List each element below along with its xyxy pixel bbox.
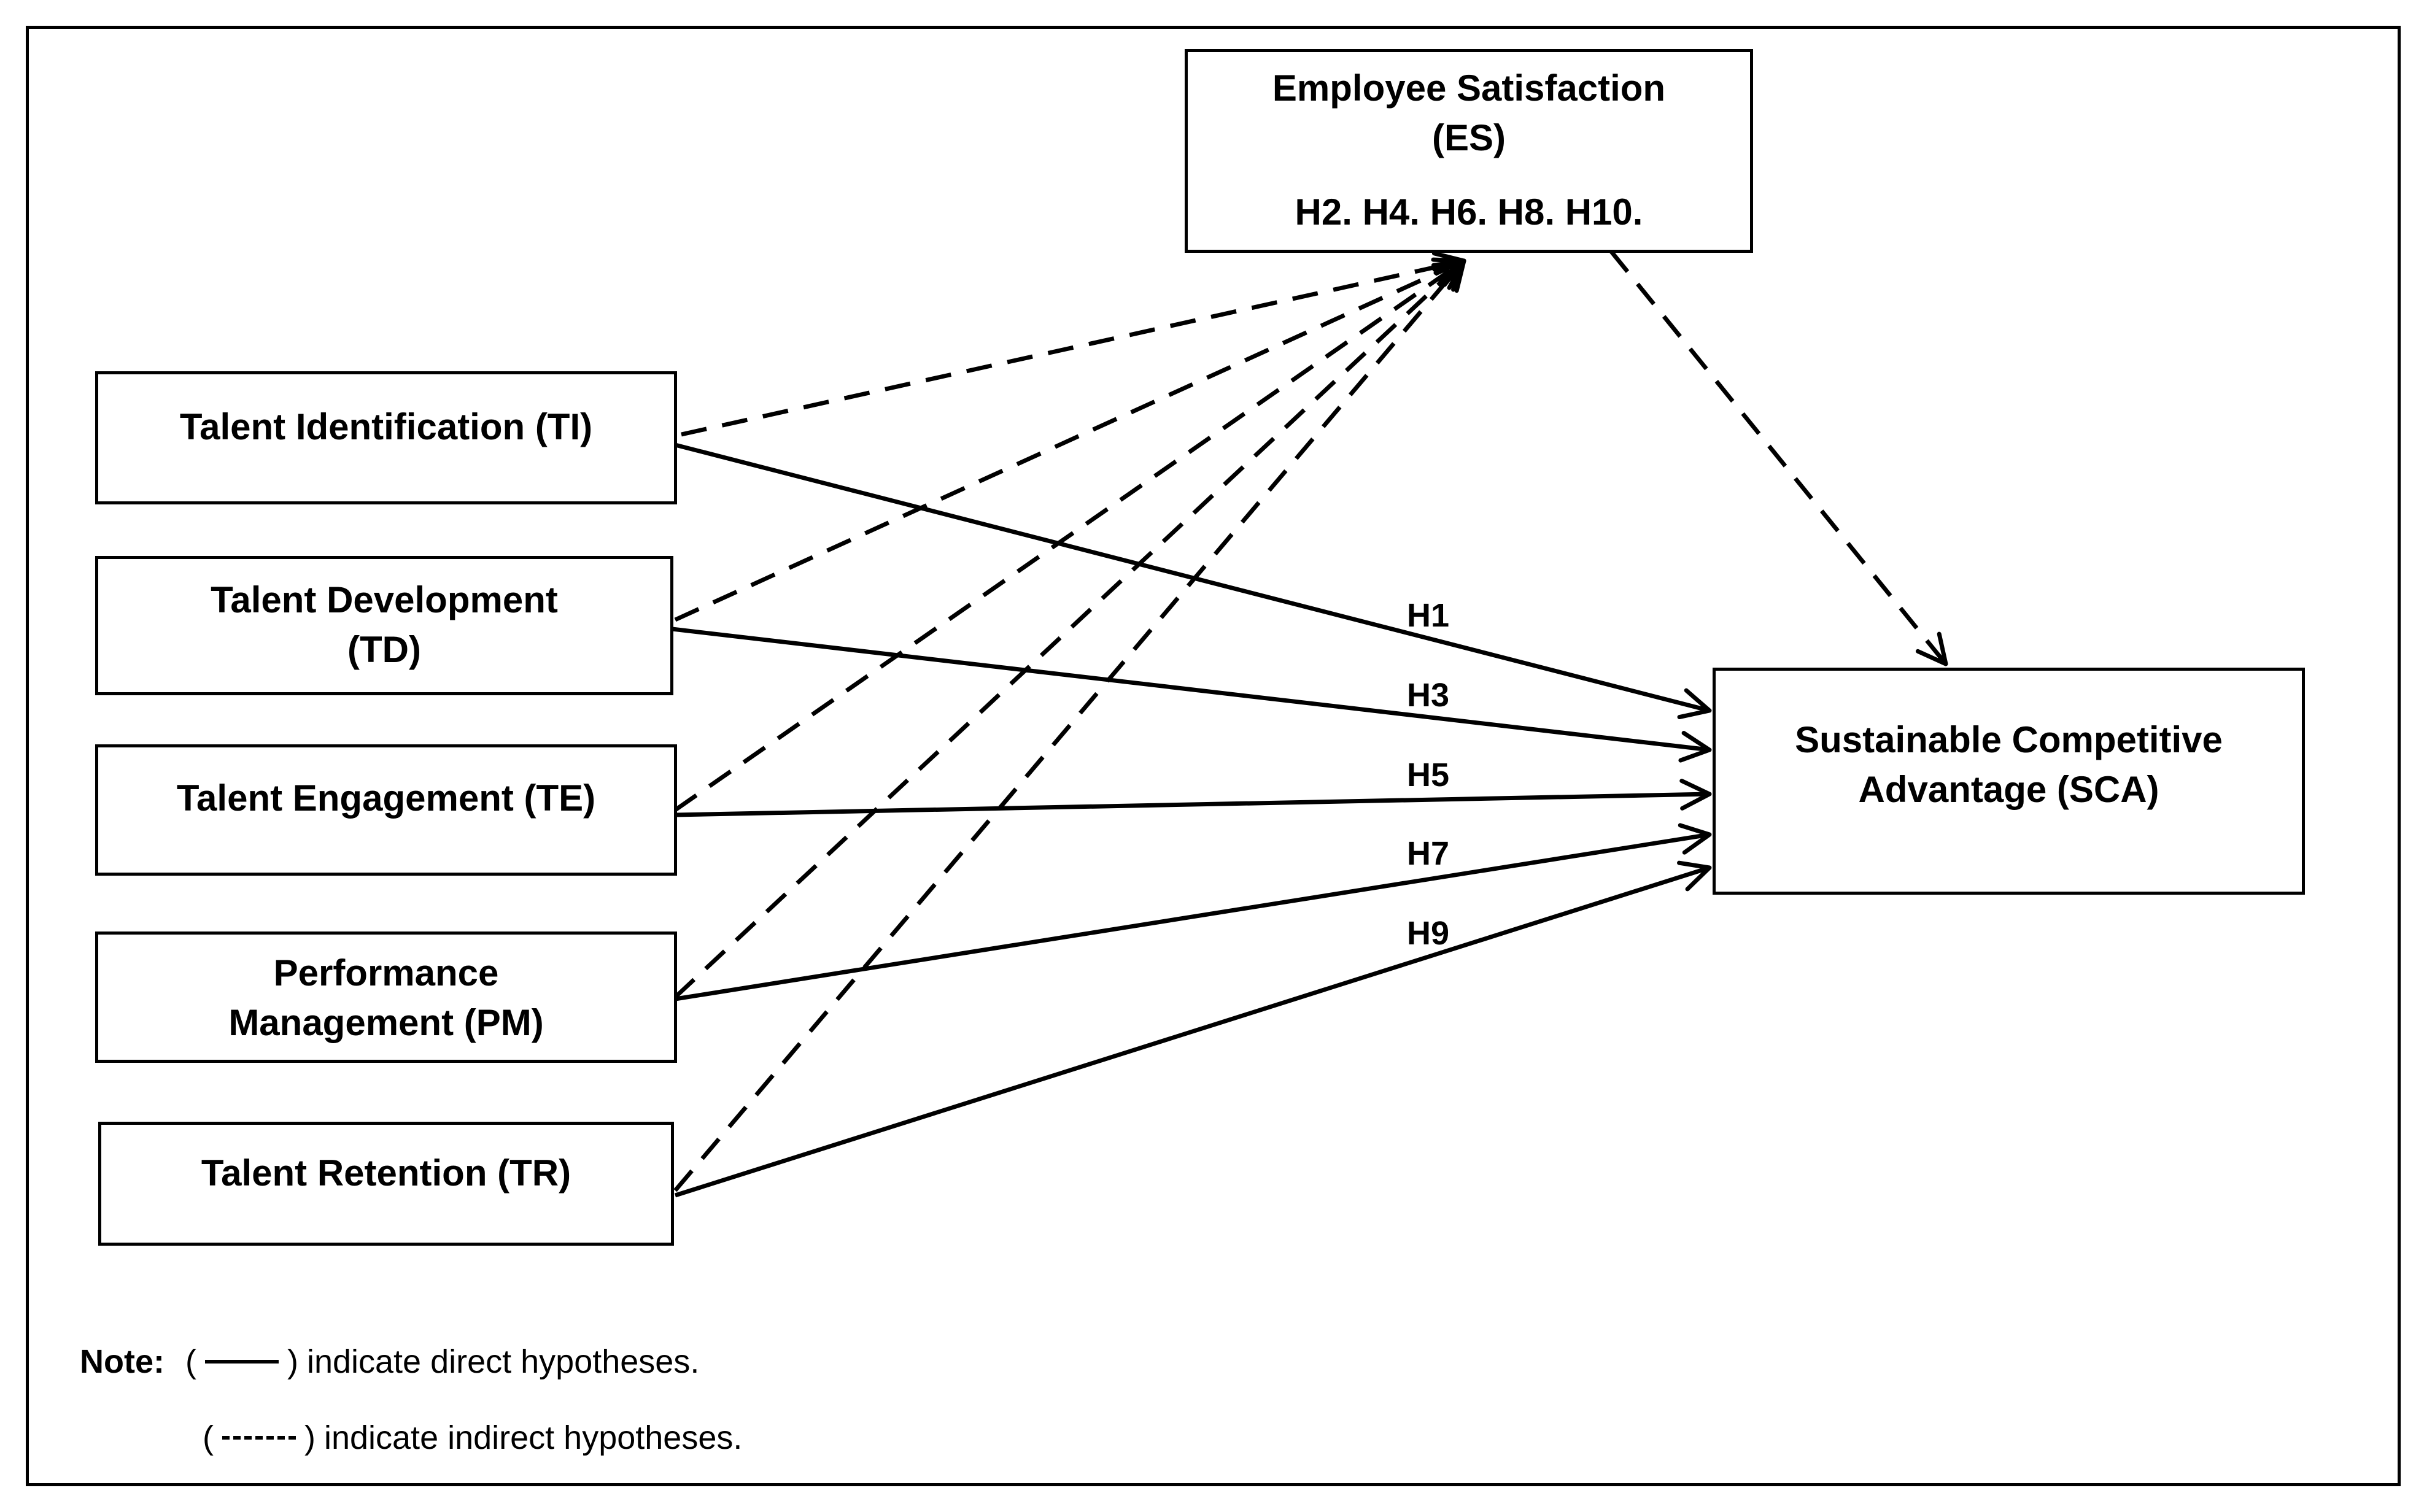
dashed-line-sample: [222, 1436, 296, 1440]
direct-arrow-td-sca: [672, 627, 1712, 763]
direct-arrow-pm-sca: [675, 823, 1712, 1001]
indirect-arrow-te-es: [673, 258, 1466, 812]
direct-arrow-tr-sca: [674, 860, 1712, 1198]
box-performance-management: Performance Management (PM): [95, 932, 677, 1063]
box-talent-identification: Talent Identification (TI): [95, 371, 677, 504]
legend-direct-text: indicate direct hypotheses.: [306, 1343, 700, 1380]
indirect-arrow-pm-es: [673, 258, 1466, 999]
solid-line-sample: [204, 1360, 279, 1364]
diagram-frame: [26, 26, 2401, 1486]
te-title: Talent Engagement (TE): [176, 777, 596, 819]
legend-indirect: ( ) indicate indirect hypotheses.: [203, 1419, 742, 1457]
legend-open-paren: (: [185, 1343, 196, 1380]
es-abbrev: (ES): [1432, 117, 1506, 158]
es-title: Employee Satisfaction: [1272, 68, 1666, 109]
hypothesis-label-h9: H9: [1407, 915, 1450, 952]
legend-close-paren: ): [287, 1343, 298, 1380]
legend-indirect-text: indicate indirect hypotheses.: [323, 1419, 743, 1456]
hypothesis-label-h7: H7: [1407, 835, 1450, 872]
indirect-arrow-es-sca: [1609, 250, 1948, 666]
direct-arrow-ti-sca: [675, 442, 1712, 720]
box-talent-development: Talent Development (TD): [95, 556, 673, 695]
td-abbrev: (TD): [347, 629, 421, 670]
sca-subtitle: Advantage (SCA): [1858, 769, 2159, 810]
box-sustainable-competitive-advantage: Sustainable Competitive Advantage (SCA): [1713, 668, 2305, 895]
legend-open-paren-2: (: [203, 1419, 214, 1456]
hypothesis-label-h1: H1: [1407, 597, 1450, 634]
legend-direct: Note: ( ) indicate direct hypotheses.: [80, 1343, 699, 1381]
ti-title: Talent Identification (TI): [179, 406, 593, 447]
td-title: Talent Development: [211, 579, 558, 620]
pm-abbrev: Management (PM): [228, 1002, 544, 1043]
indirect-arrow-tr-es: [673, 258, 1466, 1192]
box-talent-engagement: Talent Engagement (TE): [95, 744, 677, 876]
hypothesis-label-h5: H5: [1407, 757, 1450, 793]
indirect-arrow-td-es: [674, 257, 1466, 622]
indirect-arrow-ti-es: [681, 251, 1466, 437]
box-talent-retention: Talent Retention (TR): [98, 1122, 674, 1246]
es-hypotheses: H2. H4. H6. H8. H10.: [1295, 191, 1643, 233]
note-label: Note:: [80, 1343, 165, 1380]
sca-title: Sustainable Competitive: [1795, 719, 2223, 760]
direct-arrow-te-sca: [675, 779, 1712, 817]
hypothesis-label-h3: H3: [1407, 677, 1450, 714]
legend-close-paren-2: ): [304, 1419, 316, 1456]
box-employee-satisfaction: Employee Satisfaction (ES) H2. H4. H6. H…: [1185, 49, 1753, 253]
pm-title: Performance: [273, 952, 499, 993]
tr-title: Talent Retention (TR): [201, 1152, 571, 1194]
